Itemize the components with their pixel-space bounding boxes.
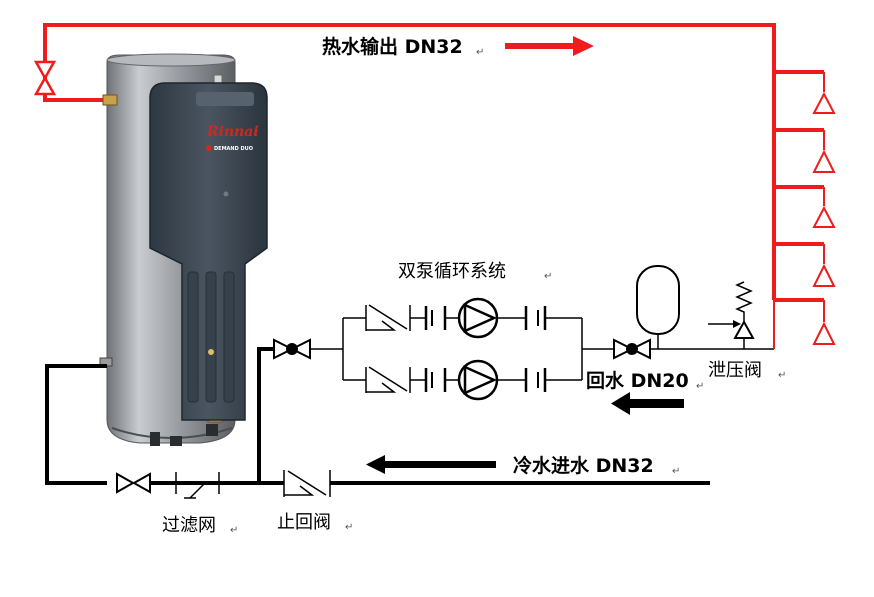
return-flow-arrow-icon [611, 392, 684, 415]
strainer-label: 过滤网 [162, 515, 216, 536]
faucet-icon [812, 130, 836, 173]
strainer-icon [175, 472, 220, 499]
faucet-icon [812, 300, 836, 345]
paragraph-mark: ↵ [672, 466, 680, 477]
check-valve-icon [283, 470, 331, 497]
circulation-pump-icon [457, 297, 499, 339]
pump-check-valve-icon [365, 304, 411, 331]
pipe-union-icon [524, 368, 547, 392]
paragraph-mark: ↵ [345, 522, 353, 533]
cold-water-inlet-label: 冷水进水 DN32 [513, 454, 654, 477]
heater-model-label: DEMAND DUO [214, 146, 253, 152]
faucet-icon [812, 72, 836, 114]
paragraph-mark: ↵ [230, 525, 238, 536]
circulation-pump-icon [457, 359, 499, 401]
hot-outlet-fitting [102, 94, 118, 106]
hot-water-pipe [43, 23, 776, 300]
cold-flow-arrow-icon [366, 455, 496, 474]
return-ball-valve-icon [613, 338, 651, 360]
faucet-icon [812, 187, 836, 228]
pipe-union-icon [524, 306, 547, 330]
heater-front-panel [149, 82, 268, 421]
return-water-label: 回水 DN20 [586, 370, 689, 392]
paragraph-mark: ↵ [544, 271, 552, 282]
paragraph-mark: ↵ [696, 381, 704, 392]
pump-check-valve-icon [365, 366, 411, 393]
return-ball-valve-icon [273, 338, 311, 360]
pipe-union-icon [424, 306, 447, 330]
pipe-union-icon [424, 368, 447, 392]
faucet-icon [812, 244, 836, 287]
hot-water-output-label: 热水输出 DN32 [322, 35, 463, 58]
dual-pump-label: 双泵循环系统 [398, 261, 506, 282]
cold-gate-valve-icon [116, 472, 151, 494]
relief-valve-label: 泄压阀 [708, 360, 762, 381]
dual-pump-system [342, 317, 583, 381]
heater-brand-logo: Rinnai [206, 124, 259, 140]
outlet-branches [774, 70, 824, 302]
paragraph-mark: ↵ [476, 47, 484, 58]
hot-gate-valve-icon [33, 60, 57, 96]
expansion-tank-icon [636, 265, 680, 349]
water-heater: Rinnai DEMAND DUO [99, 53, 268, 446]
relief-valve-icon [708, 281, 755, 349]
paragraph-mark: ↵ [778, 370, 786, 381]
hot-flow-arrow-icon [505, 36, 594, 56]
check-valve-label: 止回阀 [277, 512, 331, 533]
